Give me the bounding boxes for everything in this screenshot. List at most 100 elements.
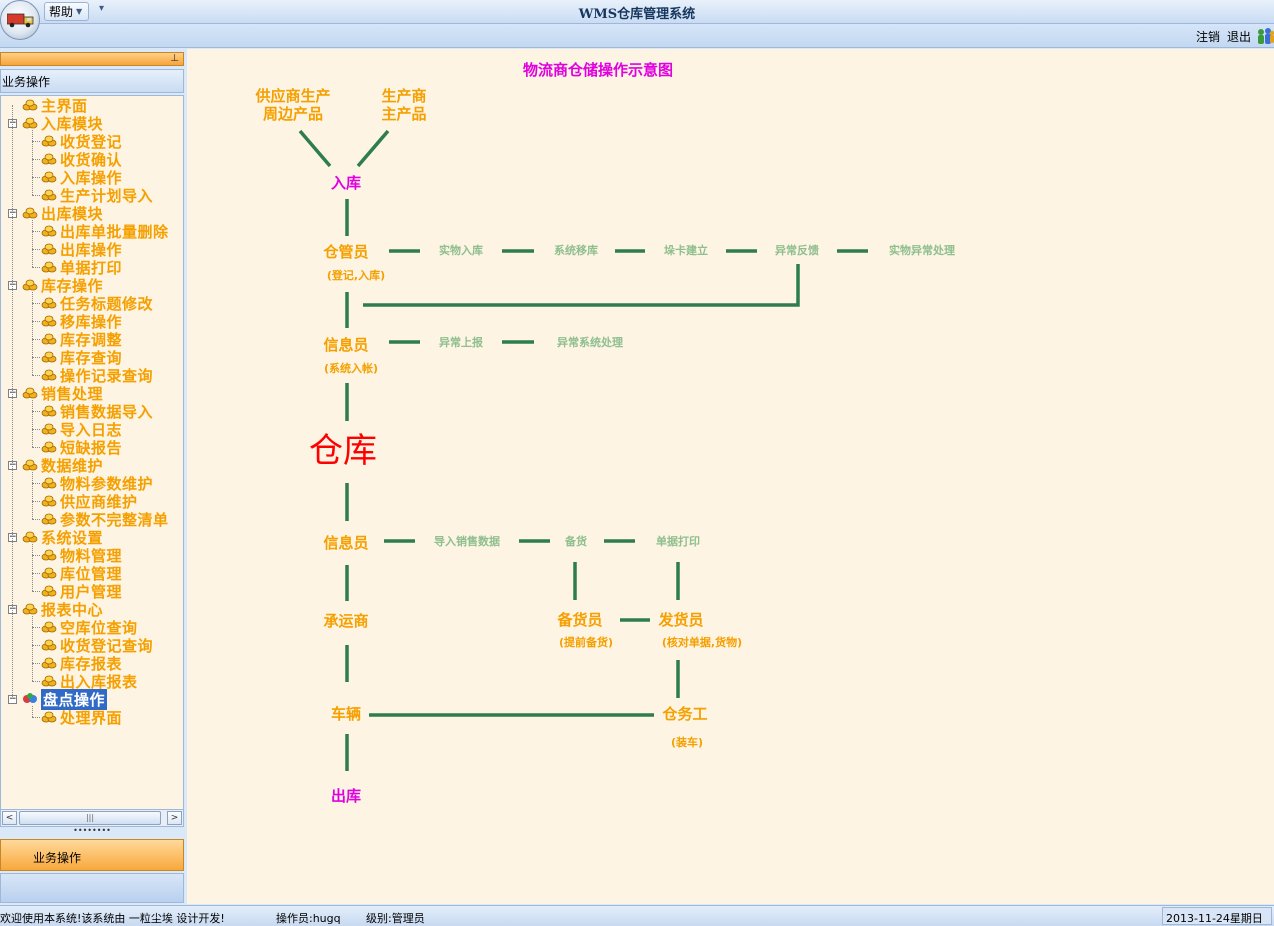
coins-icon — [41, 351, 57, 363]
tree-leaf-item[interactable]: 收货登记查询 — [41, 636, 153, 655]
vehicle-node: 车辆 — [331, 705, 361, 723]
tree-leaf-item[interactable]: 出入库报表 — [41, 672, 138, 691]
tree-leaf-item[interactable]: 出库操作 — [41, 240, 123, 259]
manufacturer-label-line2: 主产品 — [381, 105, 426, 123]
scroll-thumb[interactable]: ||| — [19, 811, 161, 825]
tree-group-item[interactable]: −出库模块 — [8, 204, 103, 223]
tree-item-label: 处理界面 — [60, 708, 123, 727]
tree-leaf-item[interactable]: 物料管理 — [41, 546, 122, 565]
tree-leaf-item[interactable]: 处理界面 — [41, 708, 123, 727]
coins-icon — [41, 243, 57, 255]
tree-connector — [32, 627, 40, 628]
warehouse-flow-diagram: 物流商仓储操作示意图 供应商生产 周边产品 生产商 主产品 入库 仓管员 (登记… — [254, 61, 955, 805]
tree-leaf-item[interactable]: 操作记录查询 — [41, 366, 153, 385]
coins-icon — [41, 549, 57, 561]
sidebar: ⊥ 业务操作 主界面−入库模块收货登记收货确认入库操作生产计划导入−出库模块出库… — [0, 49, 186, 904]
tree-leaf-item[interactable]: 销售数据导入 — [41, 402, 153, 421]
panel-splitter[interactable]: •••••••• — [73, 826, 111, 835]
coins-icon — [22, 387, 38, 399]
coins-icon — [41, 189, 57, 201]
tree-leaf-item[interactable]: 移库操作 — [41, 312, 122, 331]
tree-leaf-item[interactable]: 出库单批量删除 — [41, 222, 169, 241]
tree-leaf-item[interactable]: 短缺报告 — [41, 438, 122, 457]
tree-leaf-item[interactable]: 参数不完整清单 — [41, 510, 169, 529]
tree-leaf-item[interactable]: 用户管理 — [41, 582, 122, 601]
picker-node: 备货员 — [556, 611, 602, 629]
tree-leaf-item[interactable]: 入库操作 — [41, 168, 122, 187]
scroll-left-arrow[interactable]: < — [2, 811, 17, 825]
coins-icon — [22, 459, 38, 471]
tree-connector — [32, 447, 40, 448]
status-bar: 欢迎使用本系统!该系统由 一粒尘埃 设计开发! 操作员:hugq 级别:管理员 … — [0, 905, 1274, 926]
diagram-title: 物流商仓储操作示意图 — [523, 61, 673, 79]
tree-item-label: 库存操作 — [41, 276, 104, 295]
tree-leaf-item[interactable]: 库存调整 — [41, 330, 122, 349]
tree-item-label: 销售处理 — [41, 384, 104, 403]
coins-icon — [22, 117, 38, 129]
warehouse-keeper-note: (登记,入库) — [327, 268, 385, 282]
tree-group-item[interactable]: 主界面 — [8, 96, 88, 115]
tree-connector — [32, 267, 40, 268]
nav-group-business[interactable]: 业务操作 — [0, 839, 184, 871]
pin-icon[interactable]: ⊥ — [170, 53, 179, 64]
tree-leaf-item[interactable]: 任务标题修改 — [41, 294, 153, 313]
wk-step-exception-feedback: 异常反馈 — [775, 243, 819, 257]
info-clerk-node-1: 信息员 — [323, 336, 368, 354]
tree-connector — [32, 706, 33, 717]
tree-item-label: 出库操作 — [60, 240, 123, 259]
tree-group-item[interactable]: −入库模块 — [8, 114, 103, 133]
logout-button[interactable]: 注销 — [1196, 30, 1221, 44]
tree-leaf-item[interactable]: 生产计划导入 — [41, 186, 153, 205]
tree-group-item[interactable]: −报表中心 — [8, 600, 103, 619]
tree-item-label: 系统设置 — [41, 528, 104, 547]
tree-group-item[interactable]: −数据维护 — [8, 456, 103, 475]
exit-button[interactable]: 退出 — [1227, 30, 1252, 44]
inbound-node: 入库 — [331, 174, 361, 192]
app-menu-button[interactable] — [0, 0, 40, 40]
tree-leaf-item[interactable]: 供应商维护 — [41, 492, 138, 511]
sidebar-panel-title: 业务操作 — [0, 69, 184, 93]
tree-leaf-item[interactable]: 导入日志 — [41, 420, 122, 439]
coins-icon — [41, 657, 57, 669]
scroll-right-arrow[interactable]: > — [167, 811, 182, 825]
tree-leaf-item[interactable]: 库存报表 — [41, 654, 123, 673]
quick-access-toolbar-button[interactable]: ▾ — [99, 3, 105, 14]
tree-connector — [32, 249, 40, 250]
supplier-label-line2: 周边产品 — [263, 105, 323, 123]
tree-leaf-item[interactable]: 物料参数维护 — [41, 474, 153, 493]
tree-item-label: 空库位查询 — [60, 618, 138, 637]
truck-icon — [7, 13, 34, 28]
flow-connectors — [298, 129, 868, 771]
tree-item-label: 主界面 — [41, 96, 88, 115]
coins-icon — [41, 405, 57, 417]
tree-connector — [32, 357, 40, 358]
tree-group-item[interactable]: −销售处理 — [8, 384, 104, 403]
tree-leaf-item[interactable]: 库位管理 — [41, 564, 122, 583]
coins-icon — [41, 333, 57, 345]
tree-horizontal-scrollbar[interactable]: < ||| > — [0, 809, 184, 827]
wk-step-stack-card: 垛卡建立 — [664, 243, 708, 257]
coins-icon — [41, 153, 57, 165]
tree-item-label: 库存报表 — [60, 654, 123, 673]
loader-node: 仓务工 — [661, 705, 707, 723]
window-title: WMS仓库管理系统 — [578, 7, 696, 22]
info-clerk-node-2: 信息员 — [323, 534, 368, 552]
help-menu-button[interactable]: 帮助 ▼ — [44, 2, 90, 21]
tree-leaf-item[interactable]: 空库位查询 — [41, 618, 138, 637]
carrier-node: 承运商 — [323, 612, 368, 630]
tree-group-item[interactable]: −盘点操作 — [8, 688, 108, 710]
info-clerk-note-1: (系统入帐) — [324, 361, 378, 375]
tree-leaf-item[interactable]: 库存查询 — [41, 348, 122, 367]
loader-note: (装车) — [671, 735, 703, 749]
tree-group-item[interactable]: −系统设置 — [8, 528, 104, 547]
nav-tree: 主界面−入库模块收货登记收货确认入库操作生产计划导入−出库模块出库单批量删除出库… — [0, 95, 184, 811]
tree-connector — [32, 472, 33, 519]
tree-leaf-item[interactable]: 收货登记 — [41, 132, 122, 151]
tree-group-item[interactable]: −库存操作 — [8, 276, 104, 295]
coins-icon — [41, 639, 57, 651]
tree-leaf-item[interactable]: 单据打印 — [41, 258, 122, 277]
tree-leaf-item[interactable]: 收货确认 — [41, 150, 122, 169]
tree-item-label: 出入库报表 — [60, 672, 138, 691]
chevron-down-icon: ▼ — [76, 7, 83, 16]
coins-icon — [41, 315, 57, 327]
